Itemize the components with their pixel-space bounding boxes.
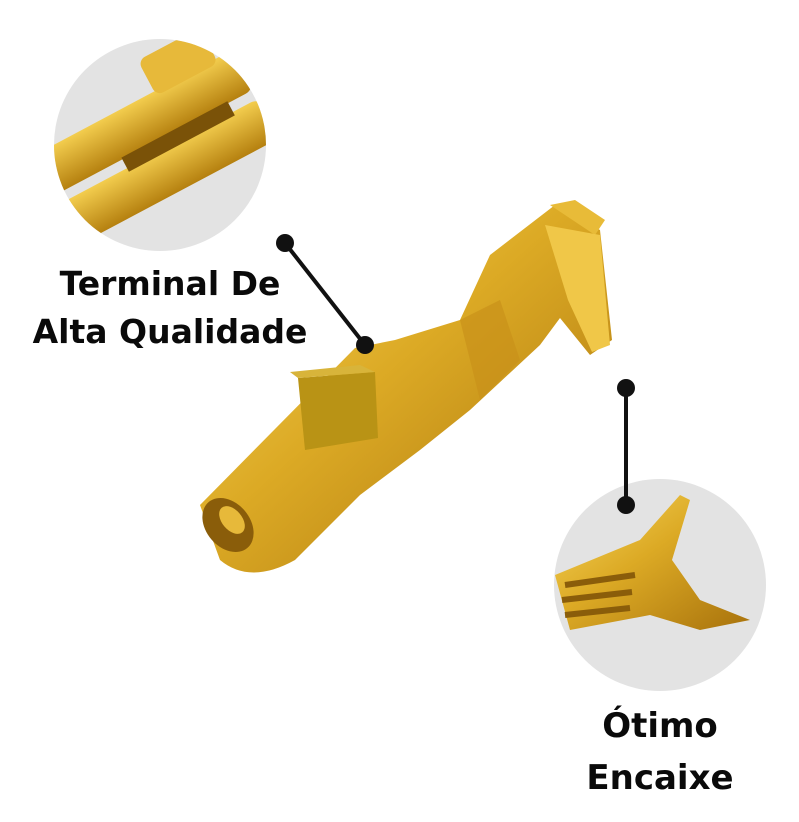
callout-label-line: Ótimo [602, 706, 718, 746]
callout-label-fit: Ótimo Encaixe [560, 700, 760, 804]
callout-label-line: Encaixe [586, 758, 734, 798]
terminal-connector [200, 200, 612, 573]
callout-line-right [617, 379, 635, 514]
callout-label-line: Alta Qualidade [32, 312, 308, 351]
zoom-circle-fit [554, 479, 766, 691]
callout-line-left [276, 234, 374, 354]
callout-label-quality: Terminal De Alta Qualidade [20, 260, 320, 356]
callout-label-line: Terminal De [59, 264, 281, 303]
zoom-circle-quality [54, 39, 266, 251]
